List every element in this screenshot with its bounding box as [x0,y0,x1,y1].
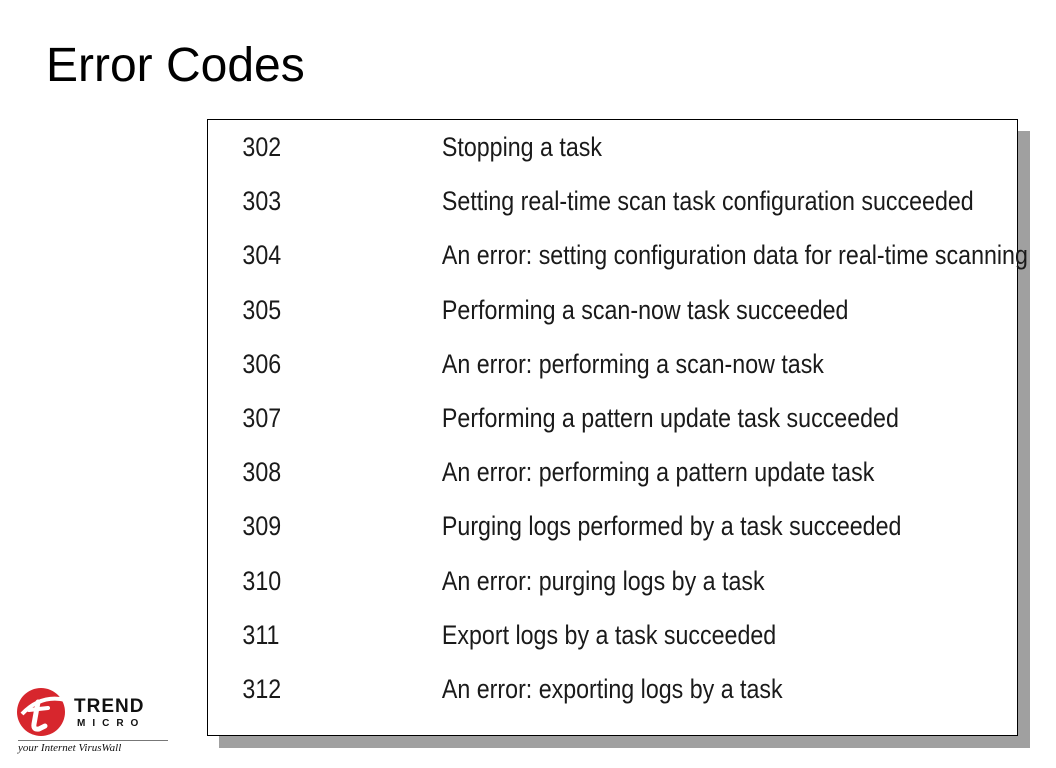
table-row: 304 An error: setting configuration data … [208,235,1027,275]
table-row: 308 An error: performing a pattern update… [208,452,904,492]
error-code: 312 [242,674,282,704]
table-row: 312 An error: exporting logs by a task [208,669,904,709]
error-description: Performing a scan-now task succeeded [441,295,849,325]
table-row: 309 Purging logs performed by a task succ… [208,506,904,546]
error-description: An error: purging logs by a task [441,566,765,596]
error-code-table: 302 Stopping a task 303 Setting real-time … [207,119,1028,736]
error-code: 307 [242,403,282,433]
error-code: 310 [242,566,282,596]
error-code: 309 [242,511,282,541]
error-description: Performing a pattern update task succeed… [441,403,899,433]
brand-name: TREND [74,696,145,717]
error-code: 302 [242,132,282,162]
error-description: Export logs by a task succeeded [441,620,777,650]
brand-tagline: your Internet VirusWall [18,740,168,754]
table-row: 307 Performing a pattern update task succ… [208,398,904,438]
error-description: Purging logs performed by a task succeed… [441,511,902,541]
error-description: Setting real-time scan task configuratio… [441,186,974,216]
table-row: 303 Setting real-time scan task configura… [208,181,973,221]
error-code: 311 [242,620,280,650]
table-row: 305 Performing a scan-now task succeeded [208,290,904,330]
table-row: 311 Export logs by a task succeeded [208,615,904,655]
trend-micro-logo-icon [17,688,67,736]
error-description: An error: performing a scan-now task [441,349,824,379]
error-code: 304 [242,240,282,270]
table-row: 302 Stopping a task [208,127,904,167]
error-code: 303 [242,186,282,216]
table-row: 306 An error: performing a scan-now task [208,344,904,384]
table-row: 310 An error: purging logs by a task [208,561,904,601]
error-code: 305 [242,295,282,325]
trend-micro-logo: TREND MICRO your Internet VirusWall [14,684,174,756]
error-description: An error: setting configuration data for… [441,240,1028,270]
slide-title: Error Codes [46,39,305,92]
error-code: 306 [242,349,282,379]
error-description: An error: exporting logs by a task [441,674,783,704]
error-description: Stopping a task [441,132,603,162]
error-code: 308 [242,457,282,487]
brand-name-secondary: MICRO [77,718,146,729]
error-description: An error: performing a pattern update ta… [441,457,875,487]
